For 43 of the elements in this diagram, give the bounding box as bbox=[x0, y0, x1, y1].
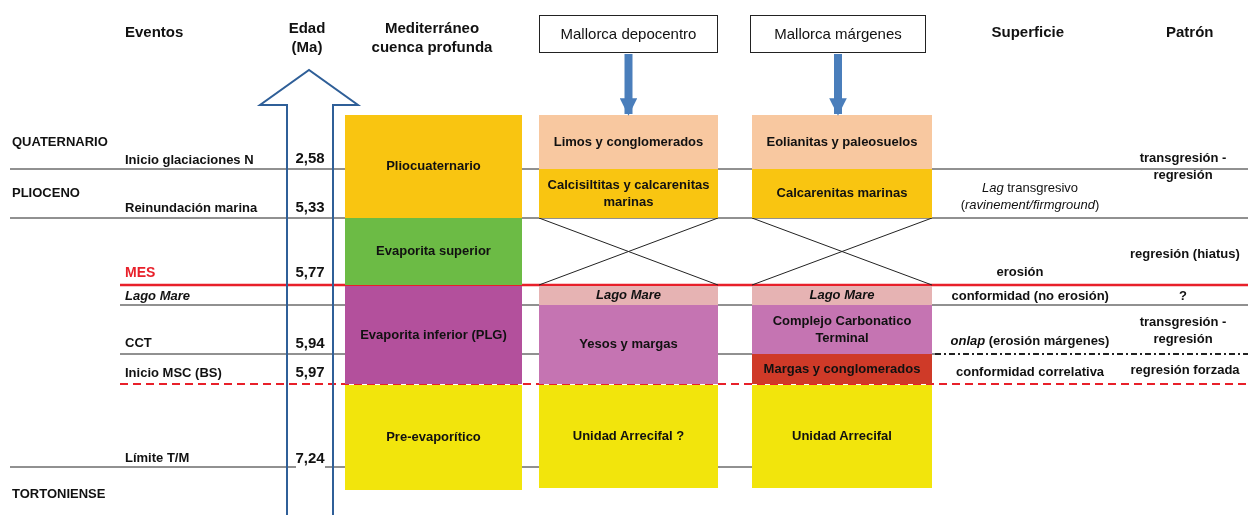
surface-label: conformidad correlativa bbox=[956, 363, 1105, 381]
period-label: PLIOCENO bbox=[12, 184, 80, 202]
pattern-label: regresión forzada bbox=[1130, 361, 1240, 379]
pattern-label: transgresión - regresión bbox=[1138, 150, 1228, 184]
event-label: Inicio glaciaciones N bbox=[125, 151, 254, 169]
event-label: Inicio MSC (BS) bbox=[125, 364, 222, 382]
unit-block: Margas y conglomerados bbox=[752, 354, 932, 384]
period-label: TORTONIENSE bbox=[12, 485, 106, 503]
down-arrow bbox=[619, 54, 638, 116]
column-heading: Patrón bbox=[1166, 22, 1214, 42]
pattern-label: ? bbox=[1179, 287, 1187, 305]
unit-block: Unidad Arrecifal bbox=[752, 385, 932, 488]
unit-block: Yesos y margas bbox=[539, 305, 718, 384]
unit-block: Evaporita inferior (PLG) bbox=[345, 286, 522, 384]
surface-label: conformidad (no erosión) bbox=[951, 287, 1109, 305]
pattern-label: transgresión - regresión bbox=[1138, 314, 1228, 348]
column-heading: Superficie bbox=[991, 22, 1065, 42]
unit-block: Complejo Carbonatico Terminal bbox=[752, 305, 932, 354]
column-header-box: Mallorca depocentro bbox=[539, 15, 718, 53]
column-heading: Eventos bbox=[125, 22, 184, 42]
event-label: MES bbox=[125, 263, 156, 282]
surface-label: Lag transgresivo (ravinement/firmground) bbox=[959, 180, 1101, 214]
period-label: QUATERNARIO bbox=[12, 133, 108, 151]
event-label: Lago Mare bbox=[125, 287, 190, 305]
unit-block: Unidad Arrecifal ? bbox=[539, 385, 718, 488]
column-heading: Mediterráneo cuenca profunda bbox=[370, 17, 494, 57]
event-label: Reinundación marina bbox=[125, 199, 258, 217]
unit-block: Lago Mare bbox=[752, 286, 932, 305]
column-header-box: Mallorca márgenes bbox=[750, 15, 926, 53]
unit-block: Evaporita superior bbox=[345, 218, 522, 285]
unit-block: Eolianitas y paleosuelos bbox=[752, 115, 932, 169]
unit-block: Calcarenitas marinas bbox=[752, 169, 932, 218]
down-arrow bbox=[829, 54, 847, 116]
event-label: Límite T/M bbox=[125, 449, 190, 467]
pattern-label: regresión (hiatus) bbox=[1130, 245, 1240, 263]
event-label: CCT bbox=[125, 334, 152, 352]
surface-label: erosión bbox=[996, 263, 1044, 281]
unit-block: Calcisiltitas y calcarenitas marinas bbox=[539, 169, 718, 218]
unit-block: Lago Mare bbox=[539, 286, 718, 305]
unit-block: Limos y conglomerados bbox=[539, 115, 718, 169]
unit-block: Pliocuaternario bbox=[345, 115, 522, 218]
surface-label: onlap (erosión márgenes) bbox=[950, 332, 1110, 350]
unit-block: Pre-evaporítico bbox=[345, 385, 522, 490]
